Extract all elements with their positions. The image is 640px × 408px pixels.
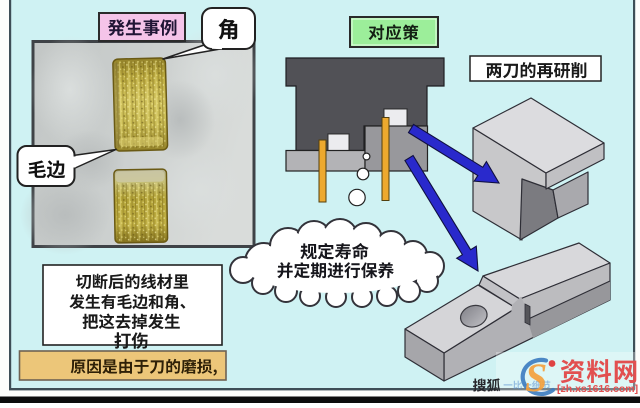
- svg-text:S: S: [525, 355, 547, 400]
- svg-text:[zh.xs1616.com]: [zh.xs1616.com]: [557, 383, 638, 395]
